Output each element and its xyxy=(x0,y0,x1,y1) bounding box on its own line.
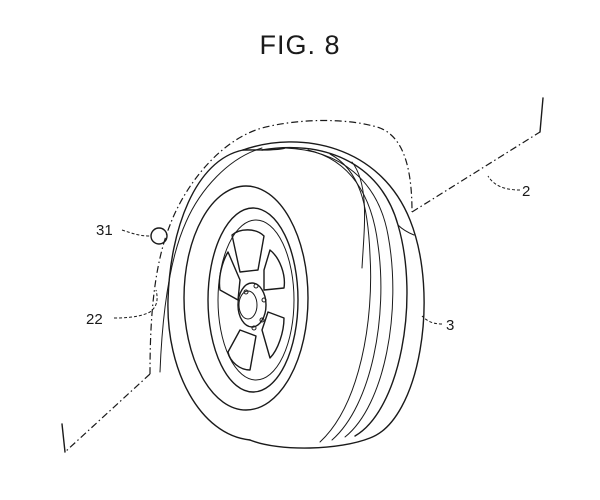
leader-body xyxy=(487,175,521,191)
leader-wheel-well xyxy=(113,289,158,319)
label-tire: 3 xyxy=(446,317,454,334)
tire xyxy=(242,141,425,449)
sensor-circle xyxy=(150,227,168,245)
figure-title: FIG. 8 xyxy=(259,30,341,60)
tire-sidewall xyxy=(167,147,309,441)
vehicle-body-outline-right xyxy=(411,97,544,213)
leader-sensor xyxy=(121,229,151,237)
label-body: 2 xyxy=(522,183,530,200)
wheel-rim xyxy=(207,207,299,393)
label-wheel-well: 22 xyxy=(86,311,103,328)
vehicle-body-outline-left xyxy=(61,373,151,453)
wheel-well-arch xyxy=(149,119,413,375)
leader-tire xyxy=(421,315,443,325)
label-sensor: 31 xyxy=(96,222,113,239)
